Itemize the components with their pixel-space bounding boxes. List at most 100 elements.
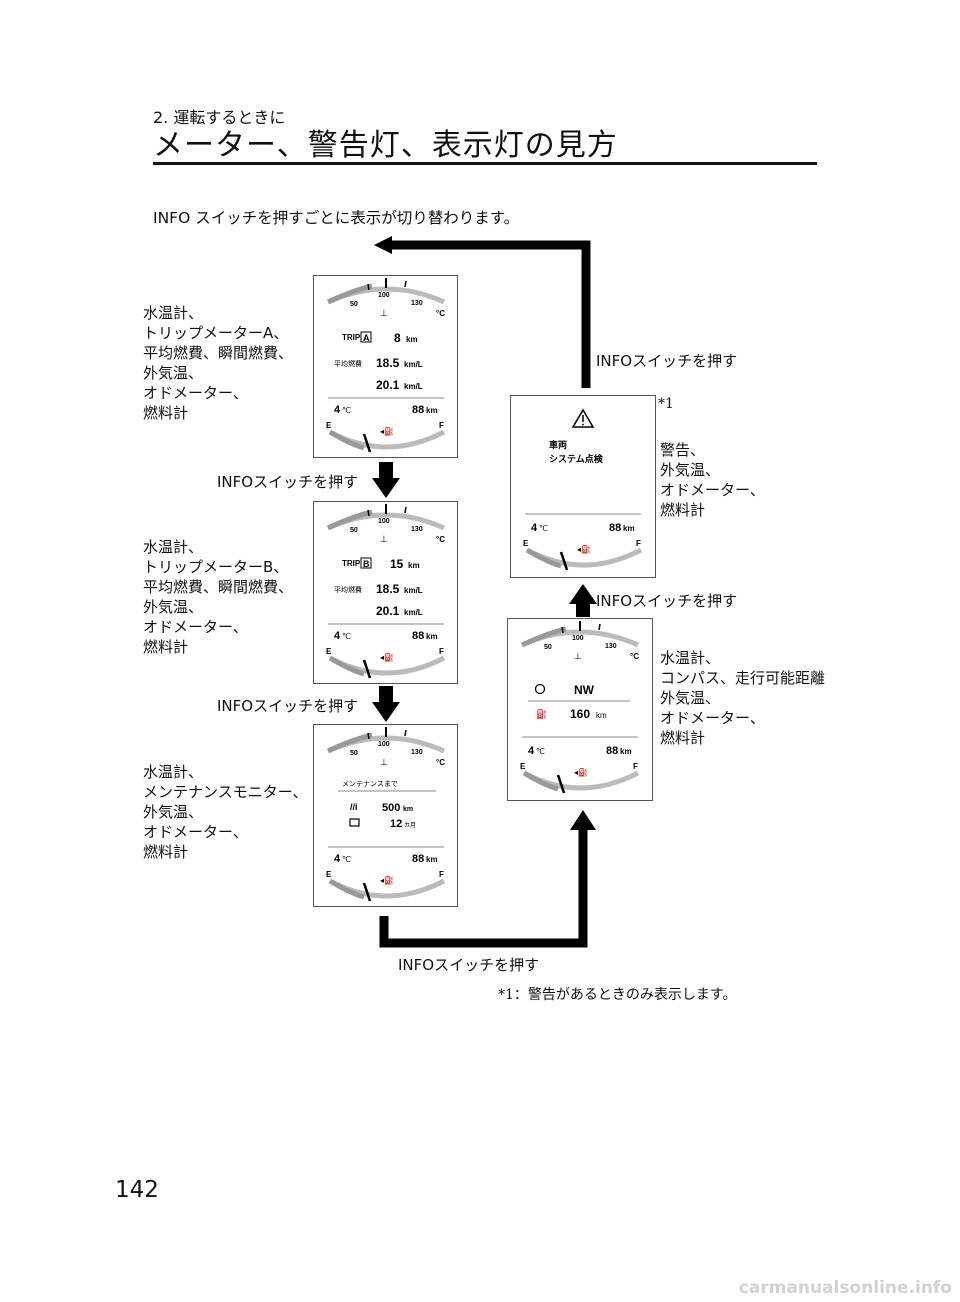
warning-triangle-icon bbox=[571, 408, 595, 428]
fuel-full-label: F bbox=[636, 539, 641, 548]
inst-fuel-unit: km/L bbox=[404, 608, 423, 617]
outside-temp-unit: ℃ bbox=[342, 855, 351, 864]
arrow-up-icon bbox=[569, 584, 597, 604]
compass-icon bbox=[534, 683, 546, 695]
maintenance-distance-value: 500 bbox=[382, 802, 400, 814]
coolant-icon: ⊥ bbox=[380, 534, 388, 544]
trip-a-description: 水温計、トリップメーターA、 平均燃費、瞬間燃費、外気温、 オドメーター、燃料計 bbox=[143, 304, 294, 422]
intro-text: INFO スイッチを押すごとに表示が切り替わります。 bbox=[153, 209, 520, 227]
avg-fuel-value: 18.5 bbox=[376, 582, 400, 596]
coolant-icon: ⊥ bbox=[380, 757, 388, 767]
temp-high-label: 130 bbox=[605, 643, 617, 650]
temp-mid-label: 100 bbox=[378, 518, 390, 525]
title-rule bbox=[153, 162, 817, 165]
temp-unit-label: °C bbox=[436, 309, 445, 318]
switch-caption: INFOスイッチを押す bbox=[217, 473, 359, 491]
fuel-full-label: F bbox=[439, 870, 444, 879]
range-value: 160 bbox=[570, 707, 590, 721]
maintenance-header: メンテナンスまで bbox=[342, 780, 398, 788]
temp-unit-label: °C bbox=[436, 535, 445, 544]
trip-letter: B bbox=[363, 559, 370, 569]
note-mark: *1 bbox=[658, 396, 674, 412]
warning-message-line2: システム点検 bbox=[549, 453, 604, 464]
fuel-full-label: F bbox=[439, 421, 444, 430]
temp-unit-label: °C bbox=[630, 652, 639, 661]
temp-low-label: 50 bbox=[350, 527, 358, 534]
odometer-unit: km bbox=[623, 524, 635, 533]
temp-mid-label: 100 bbox=[572, 635, 584, 642]
trip-b-description: 水温計、トリップメーターB、 平均燃費、瞬間燃費、外気温、 オドメーター、燃料計 bbox=[143, 538, 294, 656]
outside-temp-value: 4 bbox=[334, 404, 341, 416]
outside-temp-value: 4 bbox=[531, 522, 538, 534]
watermark: carmanualsonline.info bbox=[738, 1278, 952, 1298]
temp-mid-label: 100 bbox=[378, 741, 390, 748]
switch-caption: INFOスイッチを押す bbox=[398, 956, 540, 974]
fuel-range-icon: ⛽ bbox=[536, 708, 547, 719]
temp-high-label: 130 bbox=[411, 526, 423, 533]
temp-low-label: 50 bbox=[544, 644, 552, 651]
maintenance-description: 水温計、メンテナンスモニター、 外気温、オドメーター、 燃料計 bbox=[143, 763, 308, 861]
fuel-full-label: F bbox=[633, 762, 638, 771]
fuel-pump-icon: ◂⛽ bbox=[380, 875, 394, 885]
outside-temp-unit: ℃ bbox=[539, 524, 548, 533]
odometer-value: 88 bbox=[412, 630, 424, 642]
odometer-value: 88 bbox=[412, 853, 424, 865]
arrow-down-icon bbox=[372, 478, 400, 498]
footnote: *1：警告があるときのみ表示します。 bbox=[498, 984, 737, 1004]
outside-temp-value: 4 bbox=[334, 853, 341, 865]
arrow-to-trip-a-icon bbox=[374, 236, 392, 254]
page-title: メーター、警告灯、表示灯の見方 bbox=[153, 128, 618, 163]
trip-unit: km bbox=[406, 335, 418, 344]
trip-unit: km bbox=[408, 561, 420, 570]
warning-message-line1: 車両 bbox=[549, 439, 567, 450]
display-warning: 車両 システム点検 4 ℃ 88 km E F ◂⛽ bbox=[510, 395, 656, 578]
odometer-unit: km bbox=[426, 632, 438, 641]
avg-fuel-label: 平均燃費 bbox=[334, 359, 362, 368]
footnote-mark: *1 bbox=[498, 987, 514, 1003]
temp-low-label: 50 bbox=[350, 750, 358, 757]
inst-fuel-value: 20.1 bbox=[376, 604, 400, 618]
trip-letter: A bbox=[363, 333, 370, 343]
fuel-empty-label: E bbox=[523, 539, 529, 548]
odometer-unit: km bbox=[426, 406, 438, 415]
fuel-empty-label: E bbox=[326, 647, 332, 656]
odometer-unit: km bbox=[620, 747, 632, 756]
avg-fuel-unit: km/L bbox=[404, 360, 423, 369]
inst-fuel-value: 20.1 bbox=[376, 378, 400, 392]
trip-value: 15 bbox=[390, 557, 404, 571]
page-number: 142 bbox=[115, 1177, 159, 1203]
footnote-text: ：警告があるときのみ表示します。 bbox=[513, 987, 737, 1003]
fuel-empty-label: E bbox=[326, 870, 332, 879]
warning-description: 警告、外気温、 オドメーター、燃料計 bbox=[660, 441, 765, 519]
temp-mid-label: 100 bbox=[378, 292, 390, 299]
fuel-empty-label: E bbox=[326, 421, 332, 430]
maintenance-months-unit: カ月 bbox=[404, 822, 416, 829]
maintenance-distance-unit: km bbox=[403, 806, 413, 813]
calendar-icon bbox=[349, 818, 360, 827]
fuel-pump-icon: ◂⛽ bbox=[380, 426, 394, 436]
display-compass: 50 100 130 °C ⊥ NW ⛽ 160 km 4 ℃ 88 km E … bbox=[507, 618, 653, 801]
arrow-up-icon bbox=[570, 810, 596, 830]
outside-temp-unit: ℃ bbox=[342, 632, 351, 641]
temp-unit-label: °C bbox=[436, 758, 445, 767]
switch-caption: INFOスイッチを押す bbox=[596, 352, 738, 370]
temp-low-label: 50 bbox=[350, 301, 358, 308]
outside-temp-value: 4 bbox=[334, 630, 341, 642]
maintenance-months-value: 12 bbox=[390, 818, 402, 830]
switch-caption: INFOスイッチを押す bbox=[596, 592, 738, 610]
display-maintenance: 50 100 130 °C ⊥ メンテナンスまで //i 500 km 12 カ… bbox=[313, 724, 458, 907]
trip-label: TRIP bbox=[342, 333, 361, 342]
fuel-full-label: F bbox=[439, 647, 444, 656]
display-trip-a: 50 100 130 °C ⊥ TRIP A 8 km 平均燃費 18.5 km… bbox=[313, 275, 458, 458]
trip-label: TRIP bbox=[342, 559, 361, 568]
display-trip-b: 50 100 130 °C ⊥ TRIP B 15 km 平均燃費 18.5 k… bbox=[313, 501, 458, 684]
trip-value: 8 bbox=[394, 331, 401, 345]
outside-temp-unit: ℃ bbox=[342, 406, 351, 415]
fuel-empty-label: E bbox=[520, 762, 526, 771]
avg-fuel-value: 18.5 bbox=[376, 356, 400, 370]
fuel-pump-icon: ◂⛽ bbox=[577, 544, 591, 554]
compass-description: 水温計、コンパス、走行可能距離 外気温、オドメーター、 燃料計 bbox=[660, 649, 826, 747]
odometer-value: 88 bbox=[606, 745, 618, 757]
compass-direction: NW bbox=[574, 683, 595, 697]
switch-caption: INFOスイッチを押す bbox=[217, 697, 359, 715]
